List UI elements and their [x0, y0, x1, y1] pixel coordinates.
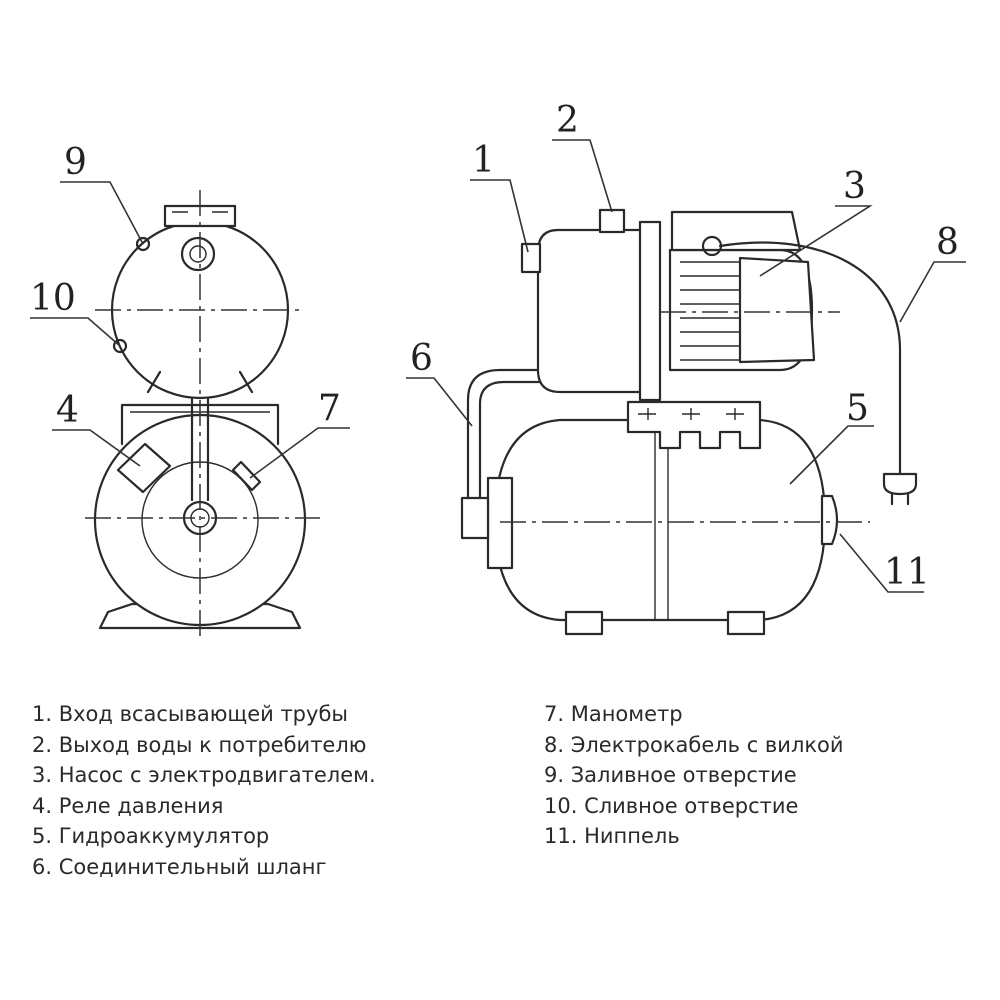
front-pressure-switch	[116, 442, 172, 494]
side-view	[460, 208, 918, 636]
side-nipple	[820, 494, 839, 546]
callout-4: 4	[56, 390, 79, 431]
callout-11: 11	[884, 552, 930, 593]
side-plug	[882, 472, 918, 496]
callout-10: 10	[30, 278, 76, 319]
legend-item: 2. Выход воды к потребителю	[32, 732, 367, 757]
side-foot-right	[726, 610, 766, 636]
legend-item: 1. Вход всасывающей трубы	[32, 702, 348, 726]
legend-item: 4. Реле давления	[32, 793, 224, 818]
legend-left: 1. Вход всасывающей трубы 2. Выход воды …	[32, 699, 376, 882]
side-cable	[718, 241, 902, 476]
side-hose	[466, 368, 544, 500]
legend-item: 10. Сливное отверстие	[544, 793, 799, 818]
front-base	[98, 602, 302, 630]
callout-2: 2	[556, 100, 579, 141]
side-outlet	[598, 208, 626, 234]
side-inlet	[520, 242, 542, 274]
callout-3: 3	[843, 166, 866, 207]
legend-item: 3. Насос с электродвигателем.	[32, 763, 376, 787]
front-view	[85, 190, 320, 640]
front-filler-plug	[180, 236, 216, 272]
legend-item: 5. Гидроаккумулятор	[32, 824, 270, 848]
side-foot-left	[564, 610, 604, 636]
callout-5: 5	[846, 388, 869, 429]
legend-item: 7. Манометр	[544, 702, 683, 726]
callout-9: 9	[64, 142, 87, 183]
side-hose-fitting	[486, 476, 514, 570]
legend-item: 8. Электрокабель с вилкой	[544, 732, 844, 757]
legend-item: 9. Заливное отверстие	[544, 763, 797, 787]
callout-numbers: 1 2 3 4 5 6 7 8 9 10 11	[30, 100, 959, 593]
side-pump-housing	[536, 228, 652, 394]
leader-lines	[30, 139, 966, 593]
callout-1: 1	[472, 140, 495, 181]
legend-item: 11. Ниппель	[544, 824, 680, 848]
legend-right: 7. Манометр 8. Электрокабель с вилкой 9.…	[544, 699, 844, 852]
callout-6: 6	[410, 338, 433, 379]
callout-7: 7	[318, 388, 341, 429]
side-tank	[493, 418, 827, 622]
front-manometer	[231, 460, 262, 492]
legend-item: 6. Соединительный шланг	[32, 854, 327, 879]
callout-8: 8	[936, 222, 959, 263]
